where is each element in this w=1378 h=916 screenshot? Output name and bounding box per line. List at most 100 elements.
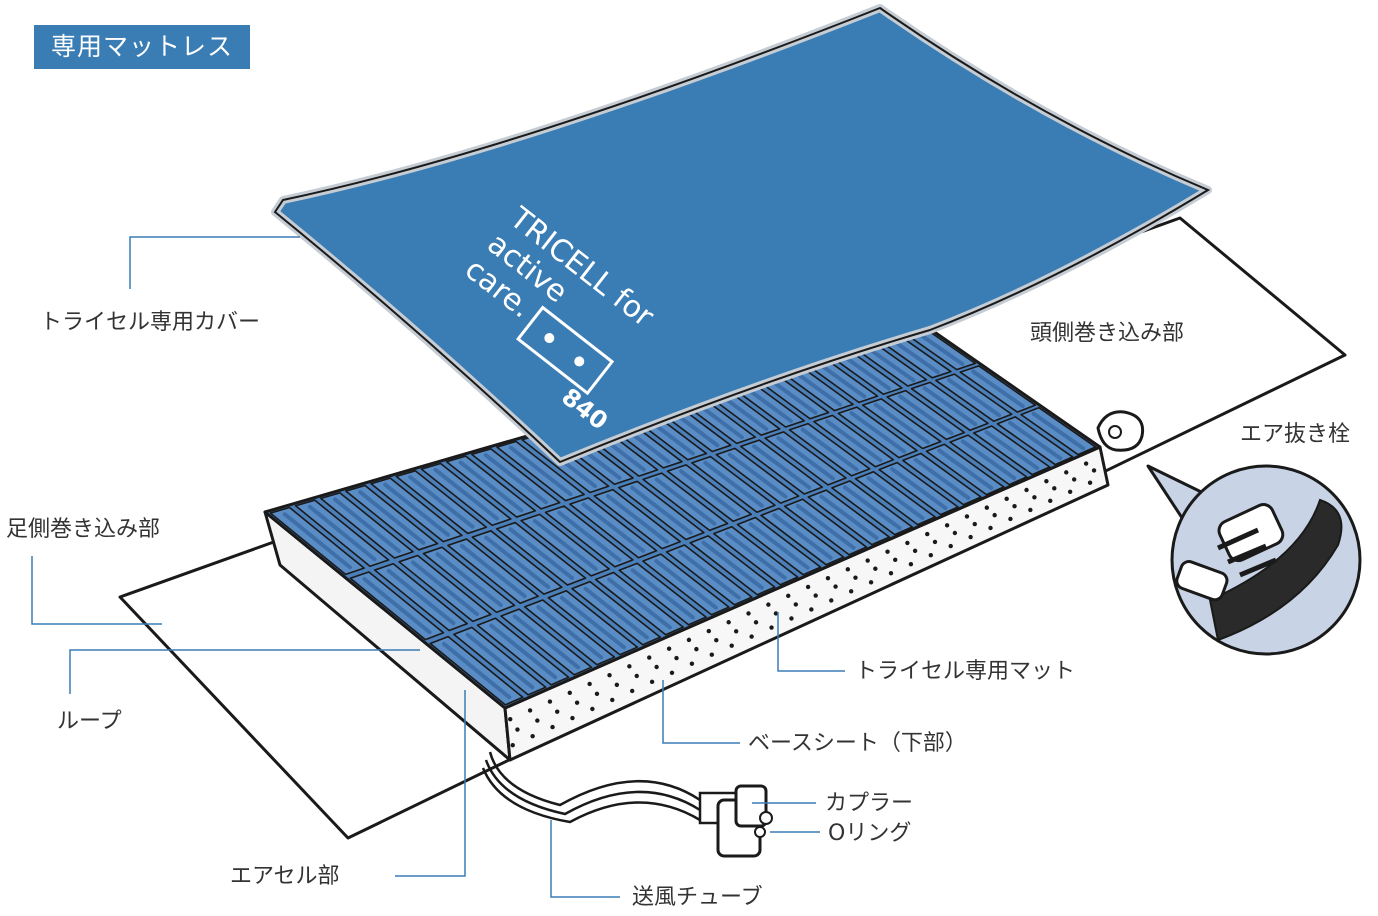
vent-dot: [535, 718, 540, 723]
air-cell-shading: [362, 577, 432, 635]
vent-dot: [550, 724, 555, 730]
air-cell-shading: [459, 543, 527, 599]
air-plug-hole: [1108, 425, 1122, 439]
vent-dot: [574, 700, 580, 705]
vent-dot: [570, 715, 575, 721]
vent-dot: [666, 646, 672, 651]
vent-dot: [706, 628, 712, 634]
vent-dot: [848, 589, 854, 594]
vent-dot: [885, 549, 890, 554]
vent-dot: [726, 620, 731, 625]
air-cell-shading: [842, 485, 902, 530]
vent-dot: [1064, 470, 1069, 475]
vent-dot: [714, 638, 719, 643]
air-cell-shading: [441, 641, 512, 700]
vent-dot: [1024, 487, 1029, 493]
vent-dot: [964, 514, 970, 519]
air-plug-detail-bubble: [1146, 464, 1362, 656]
vent-dot: [1032, 495, 1037, 500]
vent-dot: [610, 697, 615, 703]
vent-dot: [865, 558, 870, 563]
vent-dot: [594, 691, 600, 696]
air-cell-shading: [971, 369, 1025, 409]
air-cell-shading: [408, 475, 475, 529]
vent-dot: [694, 646, 699, 652]
vent-dot: [1071, 477, 1077, 482]
label-cover: トライセル専用カバー: [40, 310, 261, 335]
air-cell-shading: [411, 560, 480, 617]
vent-dot: [893, 557, 898, 562]
vent-dot: [689, 661, 695, 666]
air-cell-shading: [725, 531, 787, 580]
vent-dot: [587, 681, 592, 687]
vent-dot: [1028, 507, 1033, 513]
vent-dot: [948, 543, 953, 549]
vent-dot: [654, 664, 659, 670]
vent-dot: [853, 575, 858, 580]
air-cell-shading: [922, 386, 978, 427]
vent-dot: [746, 611, 751, 616]
vent-dot: [888, 571, 894, 576]
vent-dot: [789, 616, 794, 621]
cover-logo-dot: [544, 333, 555, 344]
air-cell-shading: [898, 394, 954, 436]
vent-dot: [1091, 468, 1097, 473]
air-cell-shading: [701, 540, 764, 590]
vent-dot: [590, 706, 595, 712]
label-loop: ループ: [57, 709, 122, 734]
air-cell-shading: [748, 522, 810, 570]
air-cell-shading: [727, 452, 788, 499]
vent-dot: [547, 699, 553, 704]
vent-dot: [629, 688, 635, 694]
vent-dot: [793, 602, 799, 607]
vent-dot: [905, 540, 910, 546]
vent-dot: [614, 682, 620, 688]
vent-dot: [1004, 496, 1009, 502]
label-foot-fold: 足側巻き込み部: [6, 517, 161, 542]
air-cell-shading: [433, 467, 499, 521]
label-coupler: カプラー: [825, 791, 914, 816]
air-cell-shading: [508, 445, 573, 497]
label-air-plug: エア抜き栓: [1240, 422, 1351, 447]
label-air-cell: エアセル部: [230, 864, 340, 889]
air-cell-shading: [559, 595, 627, 650]
vent-dot: [972, 521, 977, 527]
vent-dot: [753, 620, 759, 625]
label-base-sheet: ベースシート（下部）: [748, 731, 967, 756]
label-mat: トライセル専用マット: [855, 659, 1076, 684]
vent-dot: [825, 575, 831, 581]
air-cell-shading: [630, 485, 693, 535]
label-tube: 送風チューブ: [632, 885, 763, 910]
air-cell-shading: [819, 494, 879, 540]
vent-dot: [809, 607, 814, 612]
air-cell-shading: [307, 504, 377, 562]
cover-outline: [273, 6, 1211, 464]
vent-dot: [928, 552, 934, 558]
air-cell-shading: [333, 497, 402, 554]
vent-dot: [944, 523, 950, 528]
air-cell-shading: [386, 568, 456, 626]
air-cell-shading: [383, 482, 451, 537]
vent-dot: [1052, 486, 1057, 491]
vent-dot: [1008, 516, 1013, 522]
air-cell-shading: [946, 377, 1002, 418]
vent-dot: [773, 611, 779, 616]
base-sheet-dots: [508, 461, 1097, 748]
vent-dot: [992, 512, 997, 518]
vent-dot: [873, 566, 878, 571]
air-cell-shading: [282, 512, 353, 570]
air-cell-shading: [583, 586, 649, 640]
air-cell-shading: [703, 460, 764, 508]
vent-dot: [766, 602, 771, 607]
vent-dot: [669, 670, 675, 675]
vent-dot: [649, 679, 655, 685]
vent-dot: [733, 629, 739, 634]
air-cell-shading: [484, 535, 551, 590]
air-cell-shading: [984, 430, 1040, 471]
air-cell-shading: [776, 435, 835, 481]
air-cell-shading: [960, 439, 1017, 481]
air-cell-shading: [677, 549, 741, 600]
vent-dot: [515, 727, 520, 732]
air-cell-shading: [435, 552, 503, 608]
label-o-ring: Oリング: [828, 821, 912, 846]
